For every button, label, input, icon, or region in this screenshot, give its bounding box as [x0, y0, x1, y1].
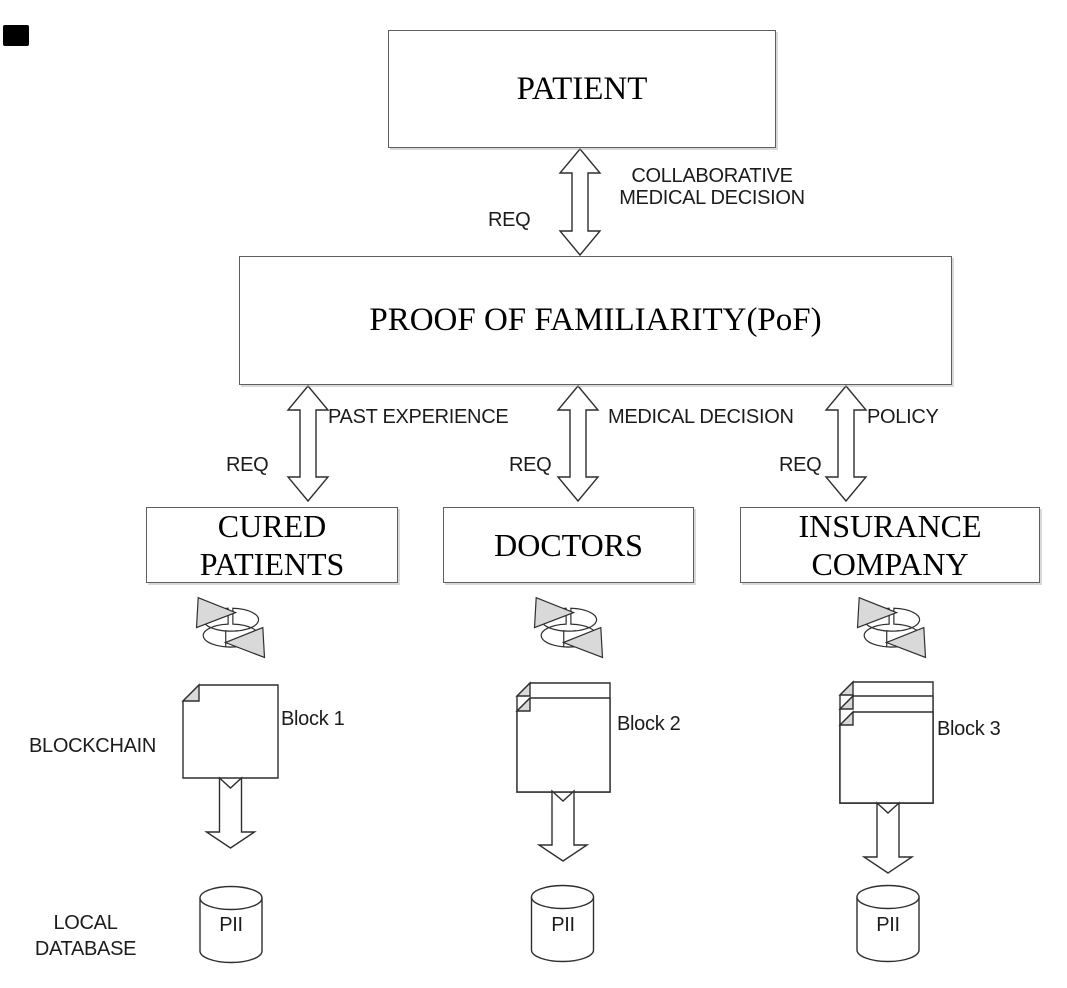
pii-label-1: PII — [219, 914, 243, 936]
req-label-top: REQ — [488, 209, 531, 231]
patient-box: PATIENT — [388, 30, 776, 148]
pii-label-2: PII — [551, 914, 575, 936]
cured-patients-box: CURED PATIENTS — [146, 507, 398, 583]
block3-down-arrow-icon — [863, 802, 913, 874]
cycle-arrows-icon-2 — [533, 597, 604, 659]
pof-insurance-double-arrow-icon — [825, 385, 867, 502]
blockchain-label: BLOCKCHAIN — [29, 735, 157, 757]
block-2-label: Block 2 — [617, 713, 681, 735]
patient-pof-double-arrow-icon — [558, 147, 602, 257]
block-page-icon-3 — [838, 680, 934, 804]
block1-down-arrow-icon — [205, 777, 256, 849]
medical-decision-label: MEDICAL DECISION — [608, 406, 794, 428]
pii-label-3: PII — [876, 914, 900, 936]
corner-artifact — [3, 25, 29, 46]
collaborative-medical-decision-label: COLLABORATIVE MEDICAL DECISION — [619, 165, 805, 209]
pof-cured-double-arrow-icon — [287, 385, 329, 502]
insurance-company-box: INSURANCE COMPANY — [740, 507, 1040, 583]
pof-box: PROOF OF FAMILIARITY(PoF) — [239, 256, 952, 385]
block-page-icon-2 — [515, 681, 611, 793]
cycle-arrows-icon-1 — [195, 597, 266, 659]
cycle-arrows-icon-3 — [856, 597, 927, 659]
pof-doctors-double-arrow-icon — [557, 385, 599, 502]
policy-label: POLICY — [867, 406, 939, 428]
block2-down-arrow-icon — [538, 790, 588, 862]
doctors-box: DOCTORS — [443, 507, 694, 583]
req-label-right: REQ — [779, 454, 822, 476]
local-database-label: LOCAL DATABASE — [34, 912, 137, 960]
req-label-middle: REQ — [509, 454, 552, 476]
req-label-left: REQ — [226, 454, 269, 476]
block-1-label: Block 1 — [281, 708, 345, 730]
block-3-label: Block 3 — [937, 718, 1001, 740]
past-experience-label: PAST EXPERIENCE — [328, 406, 509, 428]
block-page-icon-1 — [181, 683, 279, 779]
